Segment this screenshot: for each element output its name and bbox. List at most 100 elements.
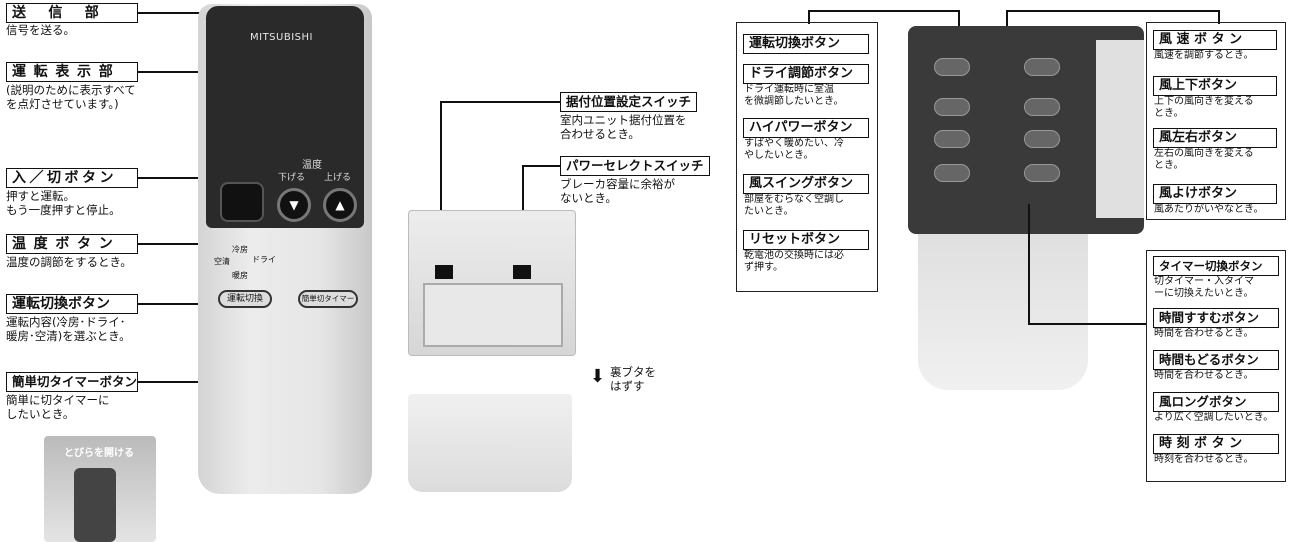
leader-line [1028, 323, 1146, 325]
power-label: 入／切ボタン [6, 168, 138, 188]
right-button-panel [1146, 22, 1286, 220]
down-text: 下げる [278, 173, 306, 183]
panel-label-3: 風スイングボタン [743, 174, 869, 194]
down-arrow-icon: ⬇ [590, 366, 606, 387]
remote2-dry-button[interactable] [934, 98, 970, 116]
easy-timer-label: 簡単切タイマーボタン [6, 372, 138, 392]
install-switch-label: 据付位置設定スイッチ [560, 92, 698, 112]
leader-line [1006, 10, 1008, 34]
panel-desc-1a: ドライ運転時に室温 [744, 84, 834, 95]
power-select-desc-1: ブレーカ容量に余裕が [560, 177, 675, 191]
timer-button-panel [1146, 250, 1286, 482]
panel-desc-11: 時間を合わせるとき。 [1154, 370, 1254, 381]
temp-up-button[interactable]: ▲ [323, 188, 357, 222]
panel-desc-4b: ず押す。 [744, 262, 783, 273]
temp-label: 温 度 ボ タ ン [6, 234, 138, 254]
power-button[interactable] [220, 182, 264, 222]
photo-caption: とびらを開ける [64, 448, 134, 459]
battery-compartment [408, 210, 576, 356]
leader-line [440, 101, 442, 271]
panel-label-12: 風ロングボタン [1153, 392, 1279, 412]
install-desc-1: 室内ユニット据付位置を [560, 113, 687, 127]
power-select-label: パワーセレクトスイッチ [560, 156, 710, 176]
remote2-avoid-button[interactable] [1024, 164, 1060, 182]
display-label: 運 転 表 示 部 [6, 62, 138, 82]
panel-label-9: タイマー切換ボタン [1153, 256, 1279, 276]
temp-down-button[interactable]: ▼ [277, 188, 311, 222]
leader-line [958, 10, 960, 34]
leader-line [138, 12, 234, 14]
temp-desc: 温度の調節をするとき。 [6, 255, 132, 269]
panel-label-10: 時間すすむボタン [1153, 308, 1279, 328]
mode-dry: ドライ [252, 255, 276, 264]
remote2-open-panel [908, 26, 1144, 234]
panel-desc-5: 風速を調節するとき。 [1154, 50, 1254, 61]
easy-timer-desc-2: したいとき。 [6, 407, 75, 421]
leader-line [1218, 10, 1220, 24]
leader-line [138, 71, 214, 73]
leader-line [138, 303, 228, 305]
panel-label-7: 風左右ボタン [1153, 128, 1277, 148]
power-select-switch[interactable] [513, 265, 531, 279]
panel-desc-7a: 左右の風向きを変える [1154, 148, 1254, 159]
install-switch[interactable] [435, 265, 453, 279]
panel-desc-10: 時間を合わせるとき。 [1154, 328, 1254, 339]
leader-line [138, 177, 236, 179]
leader-line [522, 165, 560, 167]
brand-logo: MITSUBISHI [250, 32, 313, 43]
mode-desc-2: 暖房･空清)を選ぶとき。 [6, 329, 131, 343]
remote2-leftright-button[interactable] [1024, 130, 1060, 148]
power-select-desc-2: ないとき。 [560, 191, 617, 205]
mode-cool: 冷房 [232, 245, 248, 254]
panel-label-6: 風上下ボタン [1153, 76, 1277, 96]
mode-label: 運転切換ボタン [6, 294, 138, 314]
panel-label-11: 時間もどるボタン [1153, 350, 1279, 370]
remote2-updown-button[interactable] [1024, 98, 1060, 116]
panel-desc-3a: 部屋をむらなく空調し [744, 194, 844, 205]
leader-line [808, 10, 810, 24]
cover-note-2: はずす [610, 379, 645, 393]
back-cover [408, 394, 572, 492]
leader-line [1028, 204, 1030, 324]
panel-desc-1b: を微調節したいとき。 [744, 96, 844, 107]
panel-label-0: 運転切換ボタン [743, 34, 869, 54]
send-label: 送 信 部 [6, 3, 138, 23]
cover-note-1: 裏ブタを [610, 365, 656, 379]
power-desc-2: もう一度押すと停止。 [6, 203, 121, 217]
panel-desc-2a: すばやく暖めたい、冷 [744, 138, 844, 149]
temp-title: 温度 [302, 160, 322, 171]
panel-desc-3b: たいとき。 [744, 206, 794, 217]
panel-desc-9a: 切タイマー・入タイマ [1154, 276, 1254, 287]
easy-timer-desc-1: 簡単に切タイマーに [6, 393, 110, 407]
left-button-panel [736, 22, 878, 292]
mode-clean: 空清 [214, 257, 230, 266]
remote2-door [1096, 40, 1144, 218]
leader-line [1006, 10, 1218, 12]
power-desc-1: 押すと運転。 [6, 189, 75, 203]
remote2-hipower-button[interactable] [934, 130, 970, 148]
panel-label-2: ハイパワーボタン [743, 118, 869, 138]
remote2-speed-button[interactable] [1024, 58, 1060, 76]
install-desc-2: 合わせるとき。 [560, 127, 640, 141]
display-desc-2: を点灯させています。) [6, 97, 119, 111]
panel-label-4: リセットボタン [743, 230, 869, 250]
panel-desc-7b: とき。 [1154, 160, 1184, 171]
mode-desc-1: 運転内容(冷房･ドライ･ [6, 315, 126, 329]
open-door-photo: とびらを開ける [44, 436, 156, 542]
panel-desc-6a: 上下の風向きを変える [1154, 96, 1254, 107]
remote2-mode-button[interactable] [934, 58, 970, 76]
send-desc: 信号を送る。 [6, 23, 75, 37]
panel-label-1: ドライ調節ボタン [743, 64, 869, 84]
hand-shape [74, 468, 116, 542]
panel-desc-13: 時刻を合わせるとき。 [1154, 454, 1254, 465]
panel-desc-12: より広く空調したいとき。 [1154, 412, 1274, 423]
panel-desc-4a: 乾電池の交換時には必 [744, 250, 844, 261]
easy-timer-button[interactable]: 簡単切タイマー [298, 290, 358, 308]
panel-label-13: 時 刻 ボ タ ン [1153, 434, 1279, 454]
remote2-swing-button[interactable] [934, 164, 970, 182]
panel-desc-8: 風あたりがいやなとき。 [1154, 204, 1264, 215]
panel-desc-6b: とき。 [1154, 108, 1184, 119]
panel-desc-2b: やしたいとき。 [744, 150, 814, 161]
mode-button[interactable]: 運転切換 [218, 290, 272, 308]
panel-label-5: 風 速 ボ タ ン [1153, 30, 1277, 50]
